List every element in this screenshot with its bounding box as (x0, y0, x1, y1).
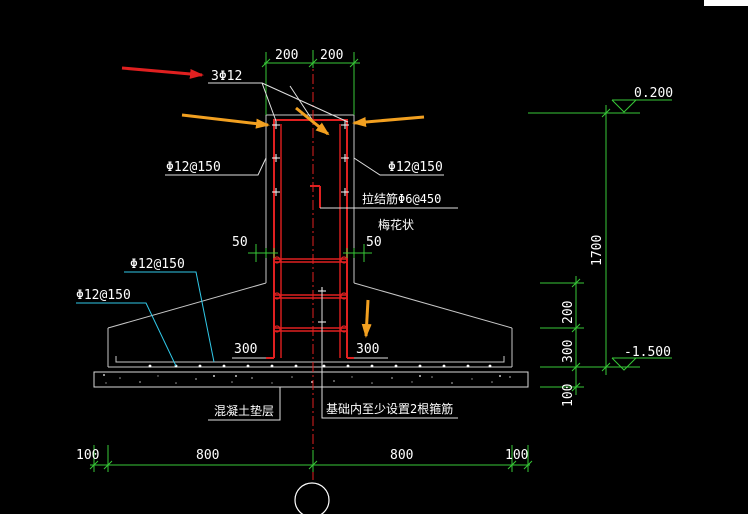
top-dim-left: 200 (275, 48, 298, 63)
elevation-bottom: -1.500 (624, 345, 671, 360)
red-annotation-arrow (121, 66, 204, 79)
yellow-arrow-right (352, 115, 425, 127)
stirrup-right-label: Φ12@150 (388, 160, 443, 175)
right-dim-300: 300 (561, 340, 576, 363)
cover-dim-left: 50 (232, 235, 248, 250)
bottom-dim-right-edge: 100 (505, 448, 528, 463)
cushion-label: 混凝土垫层 (214, 403, 274, 418)
top-dim-right: 200 (320, 48, 343, 63)
elevation-top: 0.200 (634, 86, 673, 101)
concrete-outline (107, 114, 513, 368)
cushion-leader (208, 387, 281, 421)
bottom-note-label: 基础内至少设置2根箍筋 (326, 401, 453, 416)
footing-rebar-bottom-label: Φ12@150 (76, 288, 131, 303)
anchor-left-label: 300 (234, 342, 257, 357)
bottom-bar-dots (148, 364, 492, 368)
right-elevation-dimensions (528, 99, 672, 395)
bottom-note-leader (321, 291, 458, 419)
cover-dim-right: 50 (366, 235, 382, 250)
top-dimension-line (261, 50, 360, 115)
stirrup-left-label: Φ12@150 (166, 160, 221, 175)
footing-rebar-bottom-leader (76, 302, 177, 367)
right-dim-100: 100 (561, 384, 576, 407)
top-rebar-leader (208, 82, 349, 123)
yellow-arrow-bottom (361, 299, 372, 338)
tie-bar-note: 梅花状 (378, 217, 414, 232)
axis-bubble (294, 482, 330, 514)
stirrup-left-leader (165, 157, 267, 176)
corner-mark (704, 0, 748, 6)
footing-rebar-top-label: Φ12@150 (130, 257, 185, 272)
bottom-dim-right: 800 (390, 448, 413, 463)
yellow-arrow-left (181, 113, 270, 129)
bottom-dim-left-edge: 100 (76, 448, 99, 463)
right-dim-200: 200 (561, 301, 576, 324)
concrete-cushion-layer (93, 371, 529, 388)
cover-dimension-right (343, 244, 372, 262)
stirrup-right-leader (353, 157, 444, 176)
anchor-right-label: 300 (356, 342, 379, 357)
right-dim-height: 1700 (590, 235, 605, 266)
top-rebar-label: 3Φ12 (211, 69, 242, 84)
footing-rebar-top-leader (124, 271, 215, 363)
cover-dimension-left (248, 244, 278, 262)
tie-bar-label: 拉结筋Φ6@450 (362, 191, 441, 206)
bottom-dim-left: 800 (196, 448, 219, 463)
yellow-arrow-center (295, 106, 330, 136)
wall-rebar (266, 119, 354, 359)
bottom-dimension-line (89, 445, 533, 472)
